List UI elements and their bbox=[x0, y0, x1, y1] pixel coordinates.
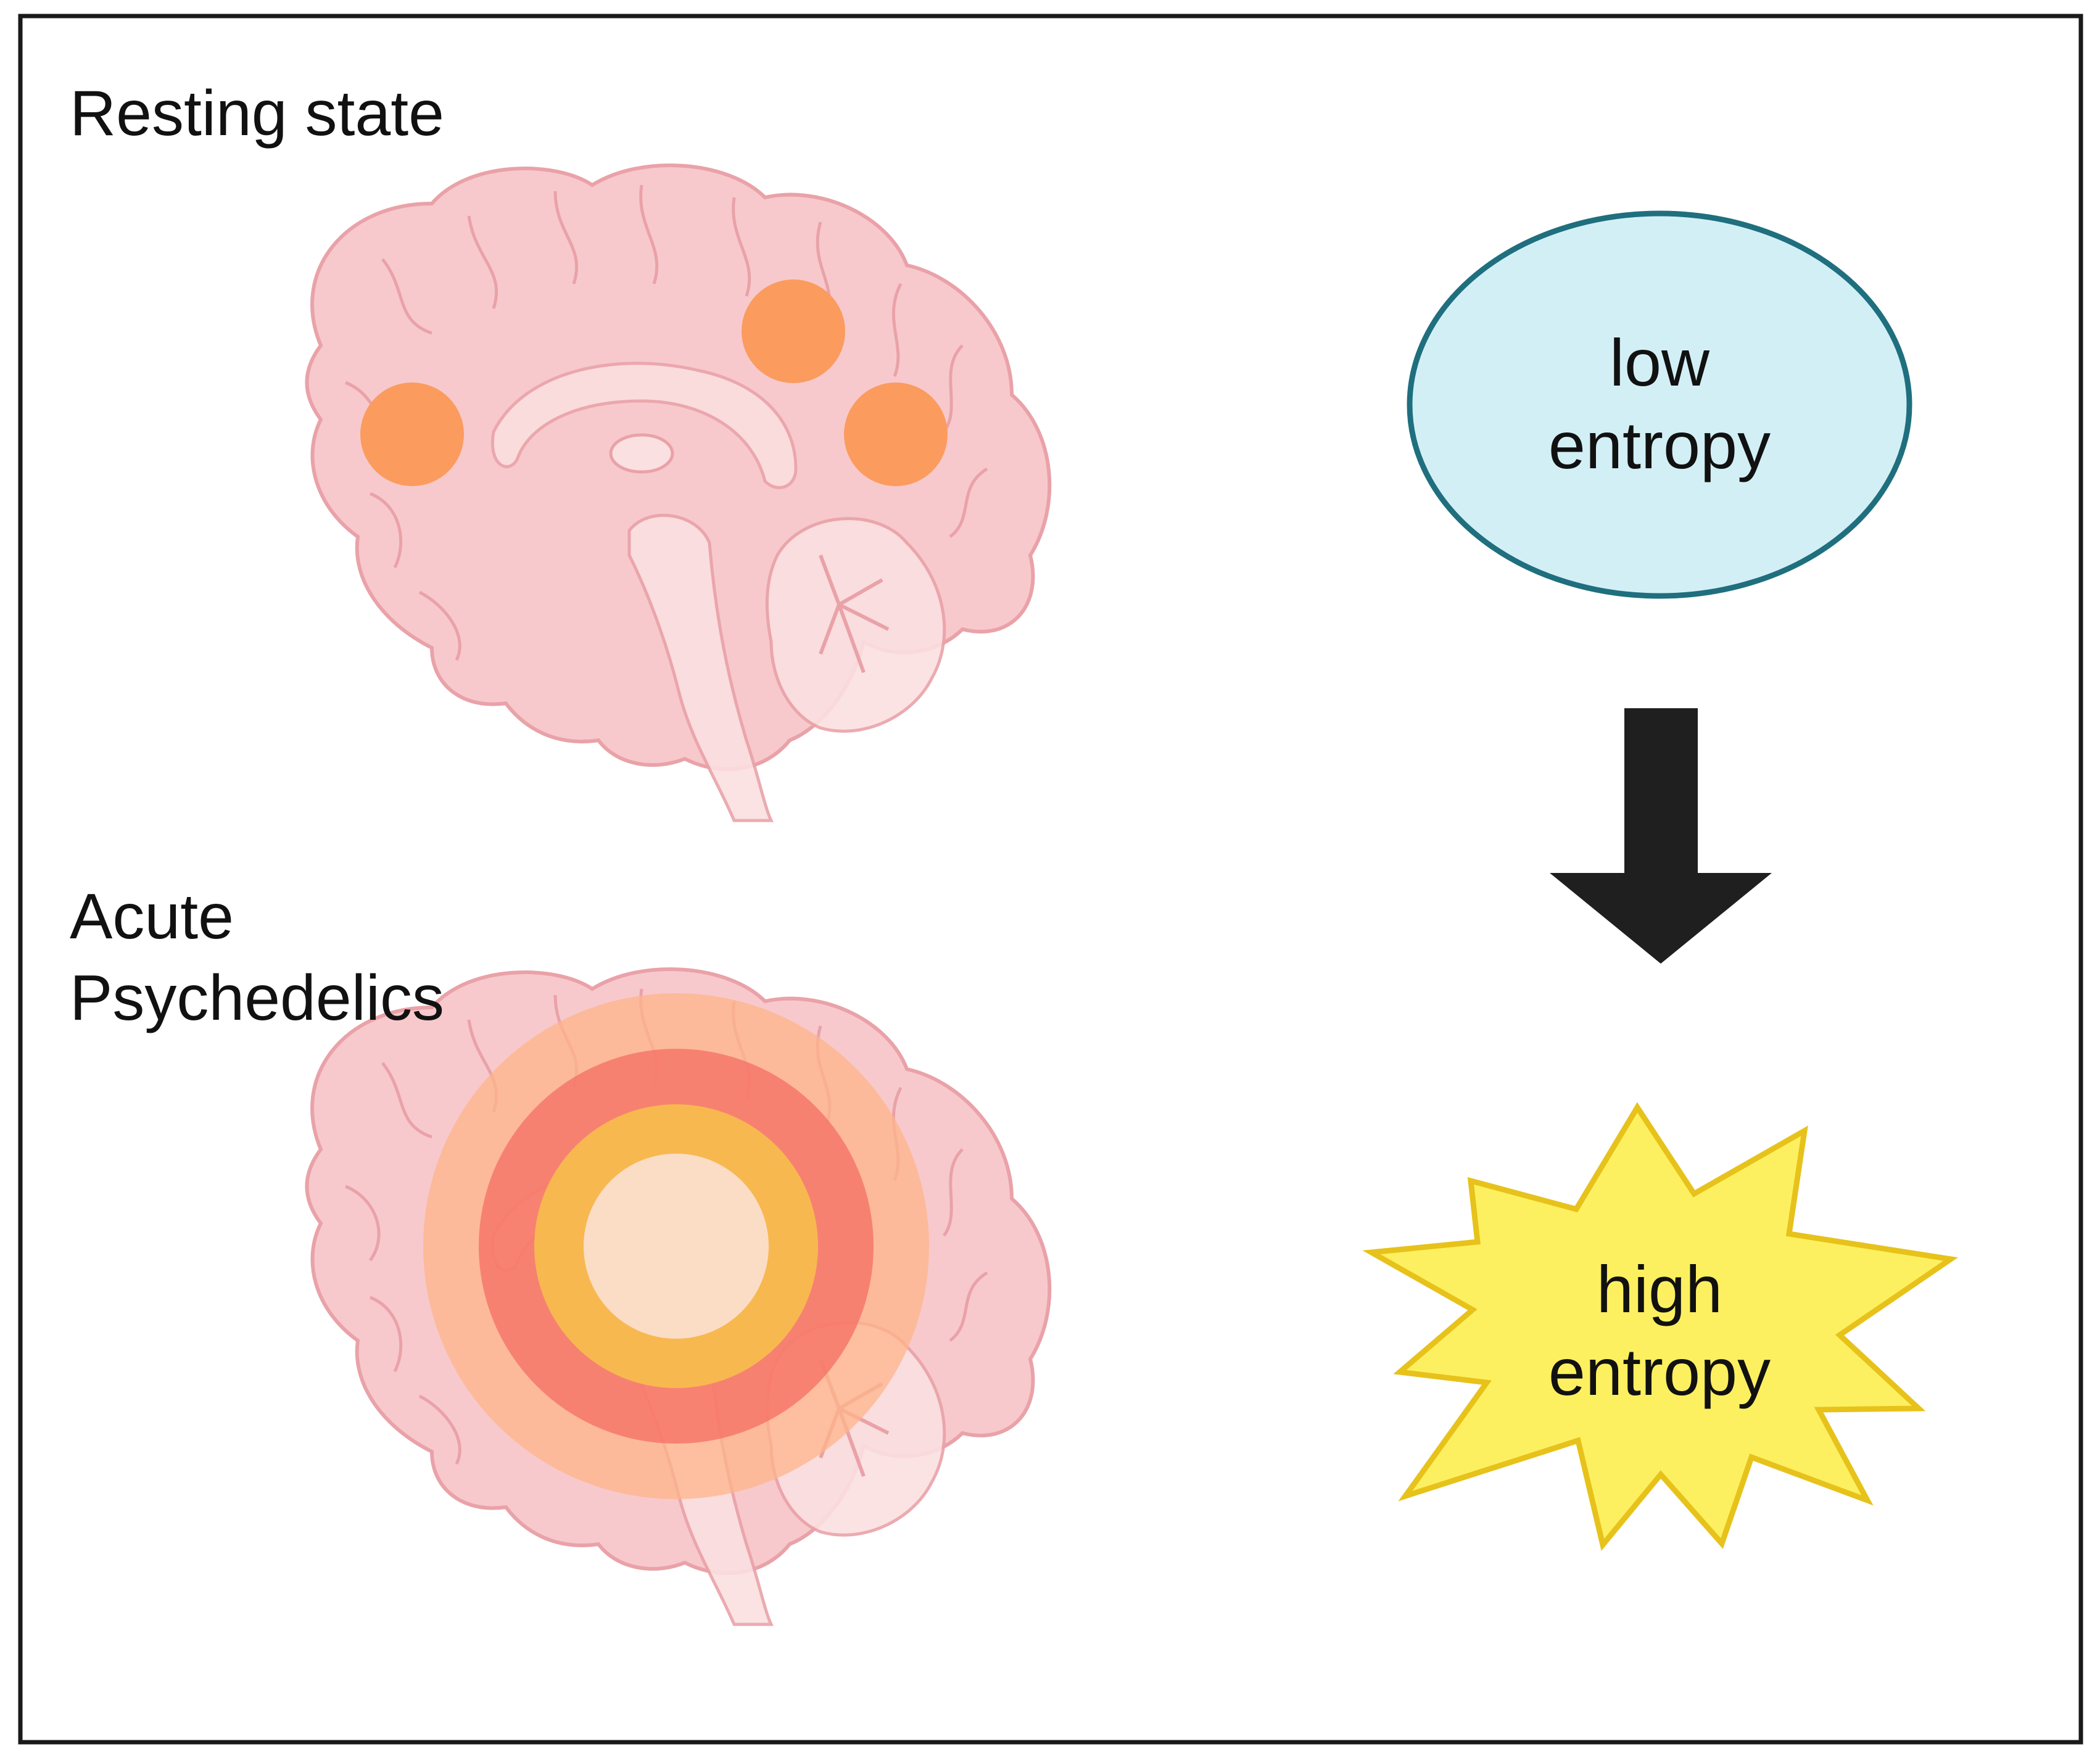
acute-psychedelics-title: Acute Psychedelics bbox=[70, 876, 444, 1039]
resting-state-title: Resting state bbox=[70, 78, 444, 149]
resting-active-region-posterior bbox=[844, 382, 948, 486]
low-entropy-label-line-2: entropy bbox=[1548, 408, 1771, 482]
high-entropy-label-line-1: high bbox=[1596, 1252, 1723, 1326]
resting-active-region-frontal bbox=[360, 382, 464, 486]
low-entropy-ellipse bbox=[1407, 210, 1912, 599]
arrow-down-icon bbox=[1550, 708, 1772, 964]
low-entropy-label-line-1: low bbox=[1609, 325, 1710, 400]
low-entropy-label: low entropy bbox=[1413, 321, 1906, 487]
acute-psychedelics-title-line-1: Acute bbox=[70, 881, 234, 953]
acute-psychedelics-title-line-2: Psychedelics bbox=[70, 962, 444, 1034]
psychedelic-glow-core bbox=[584, 1154, 769, 1339]
resting-active-region-parietal bbox=[742, 279, 845, 383]
high-entropy-starburst bbox=[1362, 1102, 1958, 1551]
high-entropy-label: high entropy bbox=[1413, 1248, 1906, 1413]
high-entropy-label-line-2: entropy bbox=[1548, 1334, 1771, 1409]
